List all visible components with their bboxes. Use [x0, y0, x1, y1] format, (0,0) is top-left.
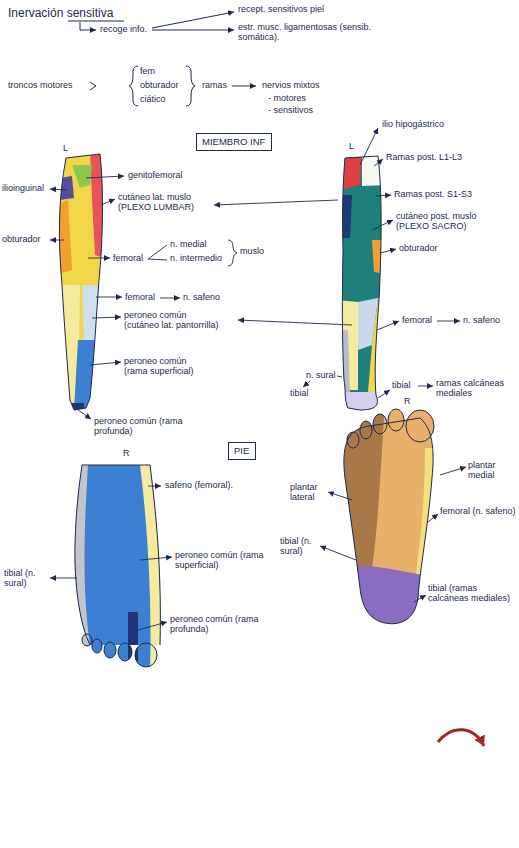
annotation-label: obturador	[140, 80, 179, 90]
annotation-label: n. safeno	[463, 315, 500, 325]
annotation-label: troncos motores	[8, 80, 73, 90]
annotation-label: nervios mixtos	[262, 80, 320, 90]
annotation-label: tibial (ramas calcáneas mediales)	[428, 583, 516, 604]
annotation-label: obturador	[399, 243, 438, 253]
annotation-label: recoge info.	[100, 24, 147, 34]
annotation-label: peroneo común (rama profunda)	[94, 416, 194, 437]
annotation-label: ramas calcáneas mediales	[436, 378, 512, 399]
annotation-label: ciático	[140, 94, 166, 104]
annotation-label: Ramas post. L1-L3	[386, 152, 462, 162]
heading-text: MIEMBRO INF	[202, 136, 266, 147]
page-title: Inervación sensitiva	[8, 6, 113, 20]
annotation-label: recept. sensitivos piel	[238, 4, 324, 14]
annotation-label: peroneo común (rama profunda)	[170, 614, 270, 635]
annotation-label: peroneo común (rama superficial)	[124, 356, 202, 377]
annotation-label: tibial	[392, 380, 411, 390]
annotation-label: estr. musc. ligamentosas (sensib. somáti…	[238, 22, 388, 43]
annotation-label: femoral	[113, 253, 143, 263]
annotation-label: peroneo común (cutáneo lat. pantorrilla)	[124, 310, 224, 331]
annotation-label: genitofemoral	[128, 170, 183, 180]
annotation-label: cutáneo lat. muslo (PLEXO LUMBAR)	[118, 192, 218, 213]
annotation-label: L	[349, 141, 354, 151]
heading-text: PIE	[234, 445, 250, 456]
annotation-label: R	[123, 448, 130, 458]
annotation-label: R	[404, 396, 411, 406]
annotation-label: ilioinguinal	[2, 183, 44, 193]
annotation-label: cutáneo post. muslo (PLEXO SACRO)	[396, 211, 496, 232]
annotation-label: n. sural	[306, 370, 336, 380]
annotation-label: obturador	[2, 234, 41, 244]
annotation-label: femoral (n. safeno)	[440, 506, 516, 516]
annotation-label: safeno (femoral).	[165, 480, 233, 490]
annotation-label: - sensitivos	[268, 105, 313, 115]
annotation-label: L	[63, 143, 68, 153]
heading-box: MIEMBRO INF	[196, 133, 272, 151]
heading-box: PIE	[228, 442, 256, 460]
annotation-label: tibial (n. sural)	[4, 568, 40, 589]
annotation-label: muslo	[240, 246, 264, 256]
annotation-label: n. safeno	[183, 292, 220, 302]
annotation-label: plantar lateral	[290, 482, 324, 503]
annotation-label: - motores	[268, 93, 306, 103]
annotation-label: fem	[140, 66, 155, 76]
annotation-label: ramas	[202, 80, 227, 90]
annotation-label: n. medial	[170, 239, 207, 249]
annotation-label: femoral	[402, 315, 432, 325]
annotation-label: peroneo común (rama superficial)	[175, 550, 275, 571]
annotation-label: Ramas post. S1-S3	[394, 189, 472, 199]
annotation-label: tibial	[290, 388, 309, 398]
annotation-label: femoral	[125, 292, 155, 302]
annotation-label: tibial (n. sural)	[280, 536, 316, 557]
annotation-label: n. intermedio	[170, 253, 222, 263]
annotation-label: plantar medial	[468, 460, 516, 481]
annotation-label: ilio hipogástrico	[382, 119, 444, 129]
